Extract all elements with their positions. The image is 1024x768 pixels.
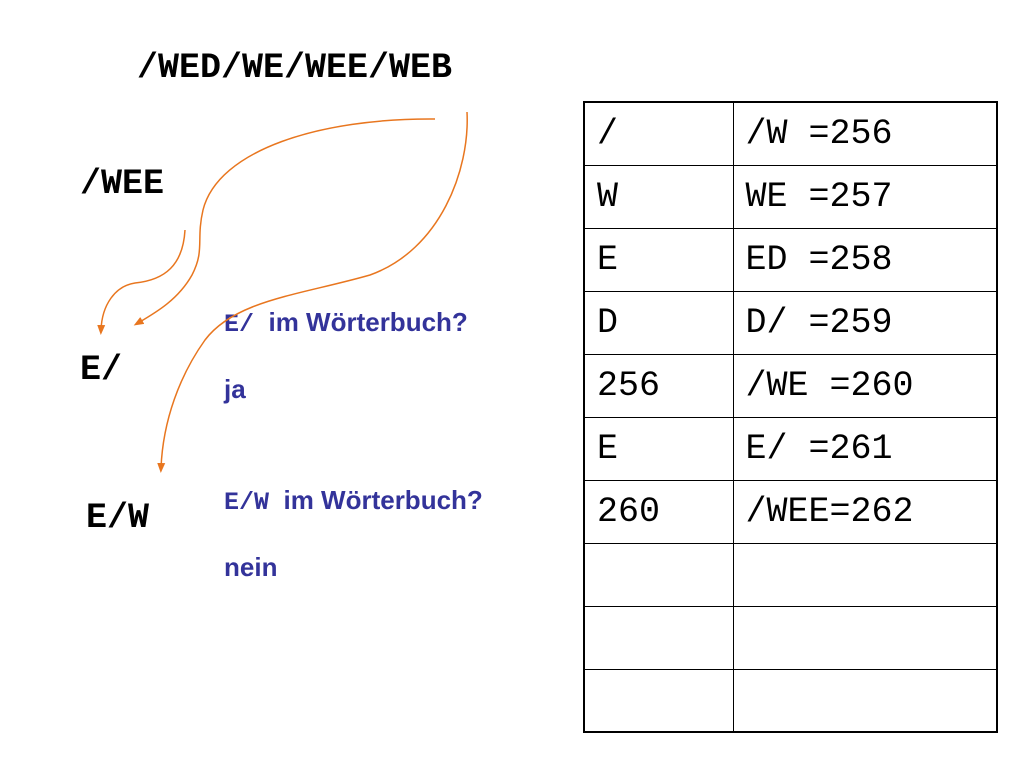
table-row bbox=[583, 605, 998, 670]
output-code-cell: D bbox=[583, 290, 734, 355]
dictionary-entry-cell bbox=[732, 605, 998, 670]
answer-1: ja bbox=[224, 374, 246, 404]
dictionary-entry-cell: E/ =261 bbox=[732, 416, 998, 481]
output-code-cell: E bbox=[583, 416, 734, 481]
output-code-cell bbox=[583, 542, 734, 607]
question-2-code: E/W bbox=[224, 488, 270, 517]
output-code-cell: E bbox=[583, 227, 734, 292]
arrow-to-ew bbox=[157, 111, 468, 473]
current-string-wee: /WEE bbox=[80, 164, 165, 204]
dictionary-entry-cell: WE =257 bbox=[732, 164, 998, 229]
table-row: //W =256 bbox=[583, 101, 998, 166]
dictionary-entry-cell: D/ =259 bbox=[732, 290, 998, 355]
table-row: 260/WEE=262 bbox=[583, 479, 998, 544]
dictionary-entry-cell: /WEE=262 bbox=[732, 479, 998, 544]
output-code-cell: 256 bbox=[583, 353, 734, 418]
dictionary-entry-cell: /WE =260 bbox=[732, 353, 998, 418]
current-string-e: E/ bbox=[80, 350, 123, 390]
dictionary-question-2: E/W im Wörterbuch? bbox=[224, 485, 483, 517]
arrow-wee-to-e bbox=[97, 229, 186, 335]
output-code-cell: 260 bbox=[583, 479, 734, 544]
input-string: /WED/WE/WEE/WEB bbox=[137, 48, 453, 88]
dictionary-entry-cell bbox=[732, 542, 998, 607]
output-code-cell bbox=[583, 605, 734, 670]
table-row: 256/WE =260 bbox=[583, 353, 998, 418]
dictionary-entry-cell: /W =256 bbox=[732, 101, 998, 166]
arrow-to-e-left bbox=[133, 118, 436, 326]
question-1-text: im Wörterbuch? bbox=[268, 307, 468, 337]
output-code-cell bbox=[583, 668, 734, 733]
table-row bbox=[583, 542, 998, 607]
answer-2: nein bbox=[224, 552, 278, 582]
dictionary-entry-cell bbox=[732, 668, 998, 733]
output-code-cell: / bbox=[583, 101, 734, 166]
table-row bbox=[583, 668, 998, 733]
dictionary-question-1: E/ im Wörterbuch? bbox=[224, 307, 468, 339]
output-code-cell: W bbox=[583, 164, 734, 229]
question-2-text: im Wörterbuch? bbox=[283, 485, 483, 515]
current-string-ew: E/W bbox=[86, 498, 150, 538]
question-1-code: E/ bbox=[224, 310, 255, 339]
dictionary-entry-cell: ED =258 bbox=[732, 227, 998, 292]
